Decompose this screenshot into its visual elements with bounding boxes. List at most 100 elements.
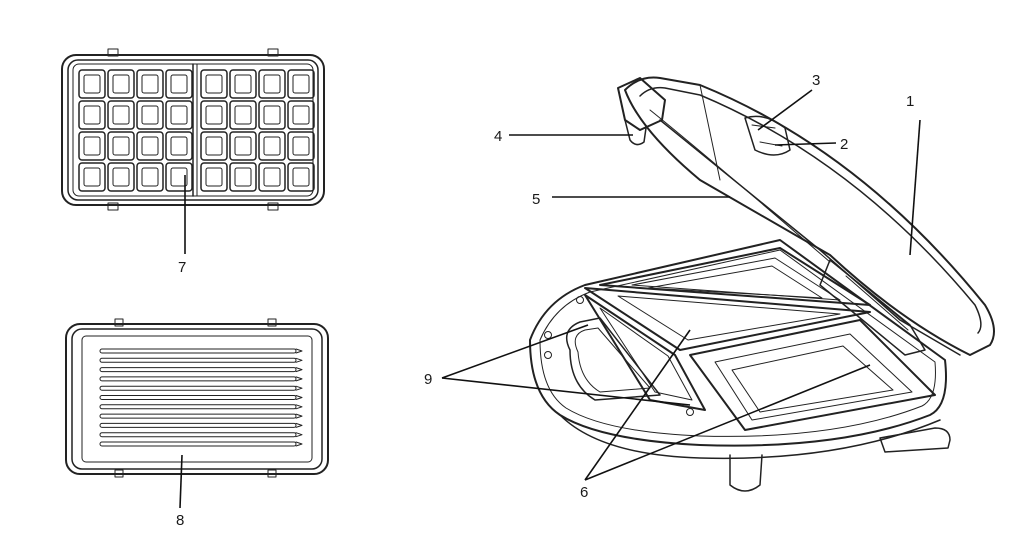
sandwich-plate-left bbox=[584, 294, 706, 411]
waffle-cell-inner bbox=[112, 136, 130, 156]
grill-rib bbox=[99, 357, 297, 363]
waffle-plate bbox=[61, 48, 325, 211]
waffle-cell bbox=[229, 69, 257, 99]
waffle-cell bbox=[258, 131, 286, 161]
callout-2: 2 bbox=[840, 136, 848, 153]
sandwich-plate-back bbox=[599, 247, 871, 306]
callout-7: 7 bbox=[178, 259, 186, 276]
grill-rib bbox=[99, 441, 297, 447]
grill-rib-tip bbox=[295, 404, 303, 410]
waffle-cell-inner bbox=[234, 74, 252, 94]
waffle-cell-inner bbox=[263, 136, 281, 156]
waffle-cell bbox=[165, 131, 193, 161]
grill-rib bbox=[99, 376, 297, 382]
grill-rib bbox=[99, 404, 297, 410]
waffle-cell-inner bbox=[205, 136, 223, 156]
waffle-cell bbox=[200, 131, 228, 161]
callout-5: 5 bbox=[532, 191, 540, 208]
waffle-cell bbox=[136, 69, 164, 99]
screw-hole bbox=[686, 408, 694, 416]
waffle-cell-inner bbox=[234, 167, 252, 187]
front-foot bbox=[729, 454, 763, 492]
leader-8 bbox=[179, 454, 183, 509]
grill-rib-tip bbox=[295, 348, 303, 354]
waffle-cell-inner bbox=[83, 74, 101, 94]
waffle-cell-inner bbox=[263, 74, 281, 94]
waffle-cell bbox=[136, 162, 164, 192]
sandwich-plate-front bbox=[689, 319, 936, 431]
waffle-cell bbox=[200, 100, 228, 130]
waffle-cell-inner bbox=[141, 136, 159, 156]
waffle-cell-inner bbox=[170, 167, 188, 187]
callout-8: 8 bbox=[176, 512, 184, 529]
waffle-cell bbox=[107, 162, 135, 192]
grill-rib-tip bbox=[295, 422, 303, 428]
hinge bbox=[819, 259, 926, 356]
side-foot bbox=[879, 427, 951, 453]
waffle-cell-inner bbox=[234, 105, 252, 125]
grill-rib-tip bbox=[295, 357, 303, 363]
waffle-cell bbox=[258, 100, 286, 130]
leader-9b bbox=[441, 377, 691, 406]
leader-6b bbox=[584, 364, 871, 481]
waffle-cell bbox=[78, 69, 106, 99]
waffle-grid-right bbox=[200, 69, 315, 192]
waffle-cell bbox=[165, 100, 193, 130]
grill-rib-tip bbox=[295, 441, 303, 447]
waffle-grid-left bbox=[78, 69, 193, 192]
grill-rib bbox=[99, 422, 297, 428]
callout-1: 1 bbox=[906, 93, 914, 110]
waffle-cell bbox=[107, 100, 135, 130]
leader-3 bbox=[757, 89, 813, 131]
waffle-cell-inner bbox=[112, 167, 130, 187]
waffle-cell-inner bbox=[83, 105, 101, 125]
grill-rib-tip bbox=[295, 367, 303, 373]
grill-plate bbox=[65, 318, 329, 478]
waffle-cell-inner bbox=[263, 105, 281, 125]
waffle-cell bbox=[107, 69, 135, 99]
waffle-cell bbox=[200, 162, 228, 192]
waffle-cell-inner bbox=[205, 167, 223, 187]
waffle-cell-inner bbox=[170, 74, 188, 94]
waffle-cell-inner bbox=[83, 167, 101, 187]
grill-rib-tip bbox=[295, 376, 303, 382]
waffle-cell-inner bbox=[292, 167, 310, 187]
callout-9: 9 bbox=[424, 371, 432, 388]
grill-rib bbox=[99, 348, 297, 354]
waffle-cell bbox=[200, 69, 228, 99]
waffle-cell bbox=[165, 162, 193, 192]
waffle-cell-inner bbox=[205, 105, 223, 125]
grill-rib bbox=[99, 395, 297, 400]
grill-rib-tip bbox=[295, 413, 303, 419]
grill-rib bbox=[99, 385, 297, 391]
leader-6a bbox=[584, 329, 691, 481]
waffle-cell bbox=[107, 131, 135, 161]
waffle-cell-inner bbox=[292, 74, 310, 94]
grill-ribs bbox=[99, 348, 303, 447]
grill-rib-tip bbox=[295, 395, 303, 400]
waffle-cell bbox=[136, 100, 164, 130]
waffle-cell-inner bbox=[83, 136, 101, 156]
leader-2 bbox=[774, 142, 837, 146]
waffle-cell bbox=[136, 131, 164, 161]
leader-9a bbox=[441, 324, 589, 379]
waffle-cell bbox=[287, 131, 315, 161]
waffle-cell bbox=[287, 162, 315, 192]
waffle-cell bbox=[165, 69, 193, 99]
waffle-cell bbox=[287, 100, 315, 130]
waffle-cell-inner bbox=[141, 167, 159, 187]
waffle-cell-inner bbox=[170, 136, 188, 156]
waffle-cell-inner bbox=[112, 74, 130, 94]
screw-holes bbox=[544, 296, 694, 416]
sandwich-maker bbox=[529, 76, 995, 492]
waffle-cell bbox=[258, 69, 286, 99]
screw-hole bbox=[544, 351, 552, 359]
callout-labels: 1 2 3 4 5 6 7 8 9 bbox=[176, 72, 914, 529]
waffle-cell-inner bbox=[205, 74, 223, 94]
sandwich-plate-middle bbox=[584, 287, 871, 351]
waffle-cell bbox=[287, 69, 315, 99]
leader-1 bbox=[909, 119, 921, 256]
base-recess bbox=[565, 317, 661, 401]
grill-rib bbox=[99, 367, 297, 373]
grill-rib-tip bbox=[295, 432, 303, 438]
